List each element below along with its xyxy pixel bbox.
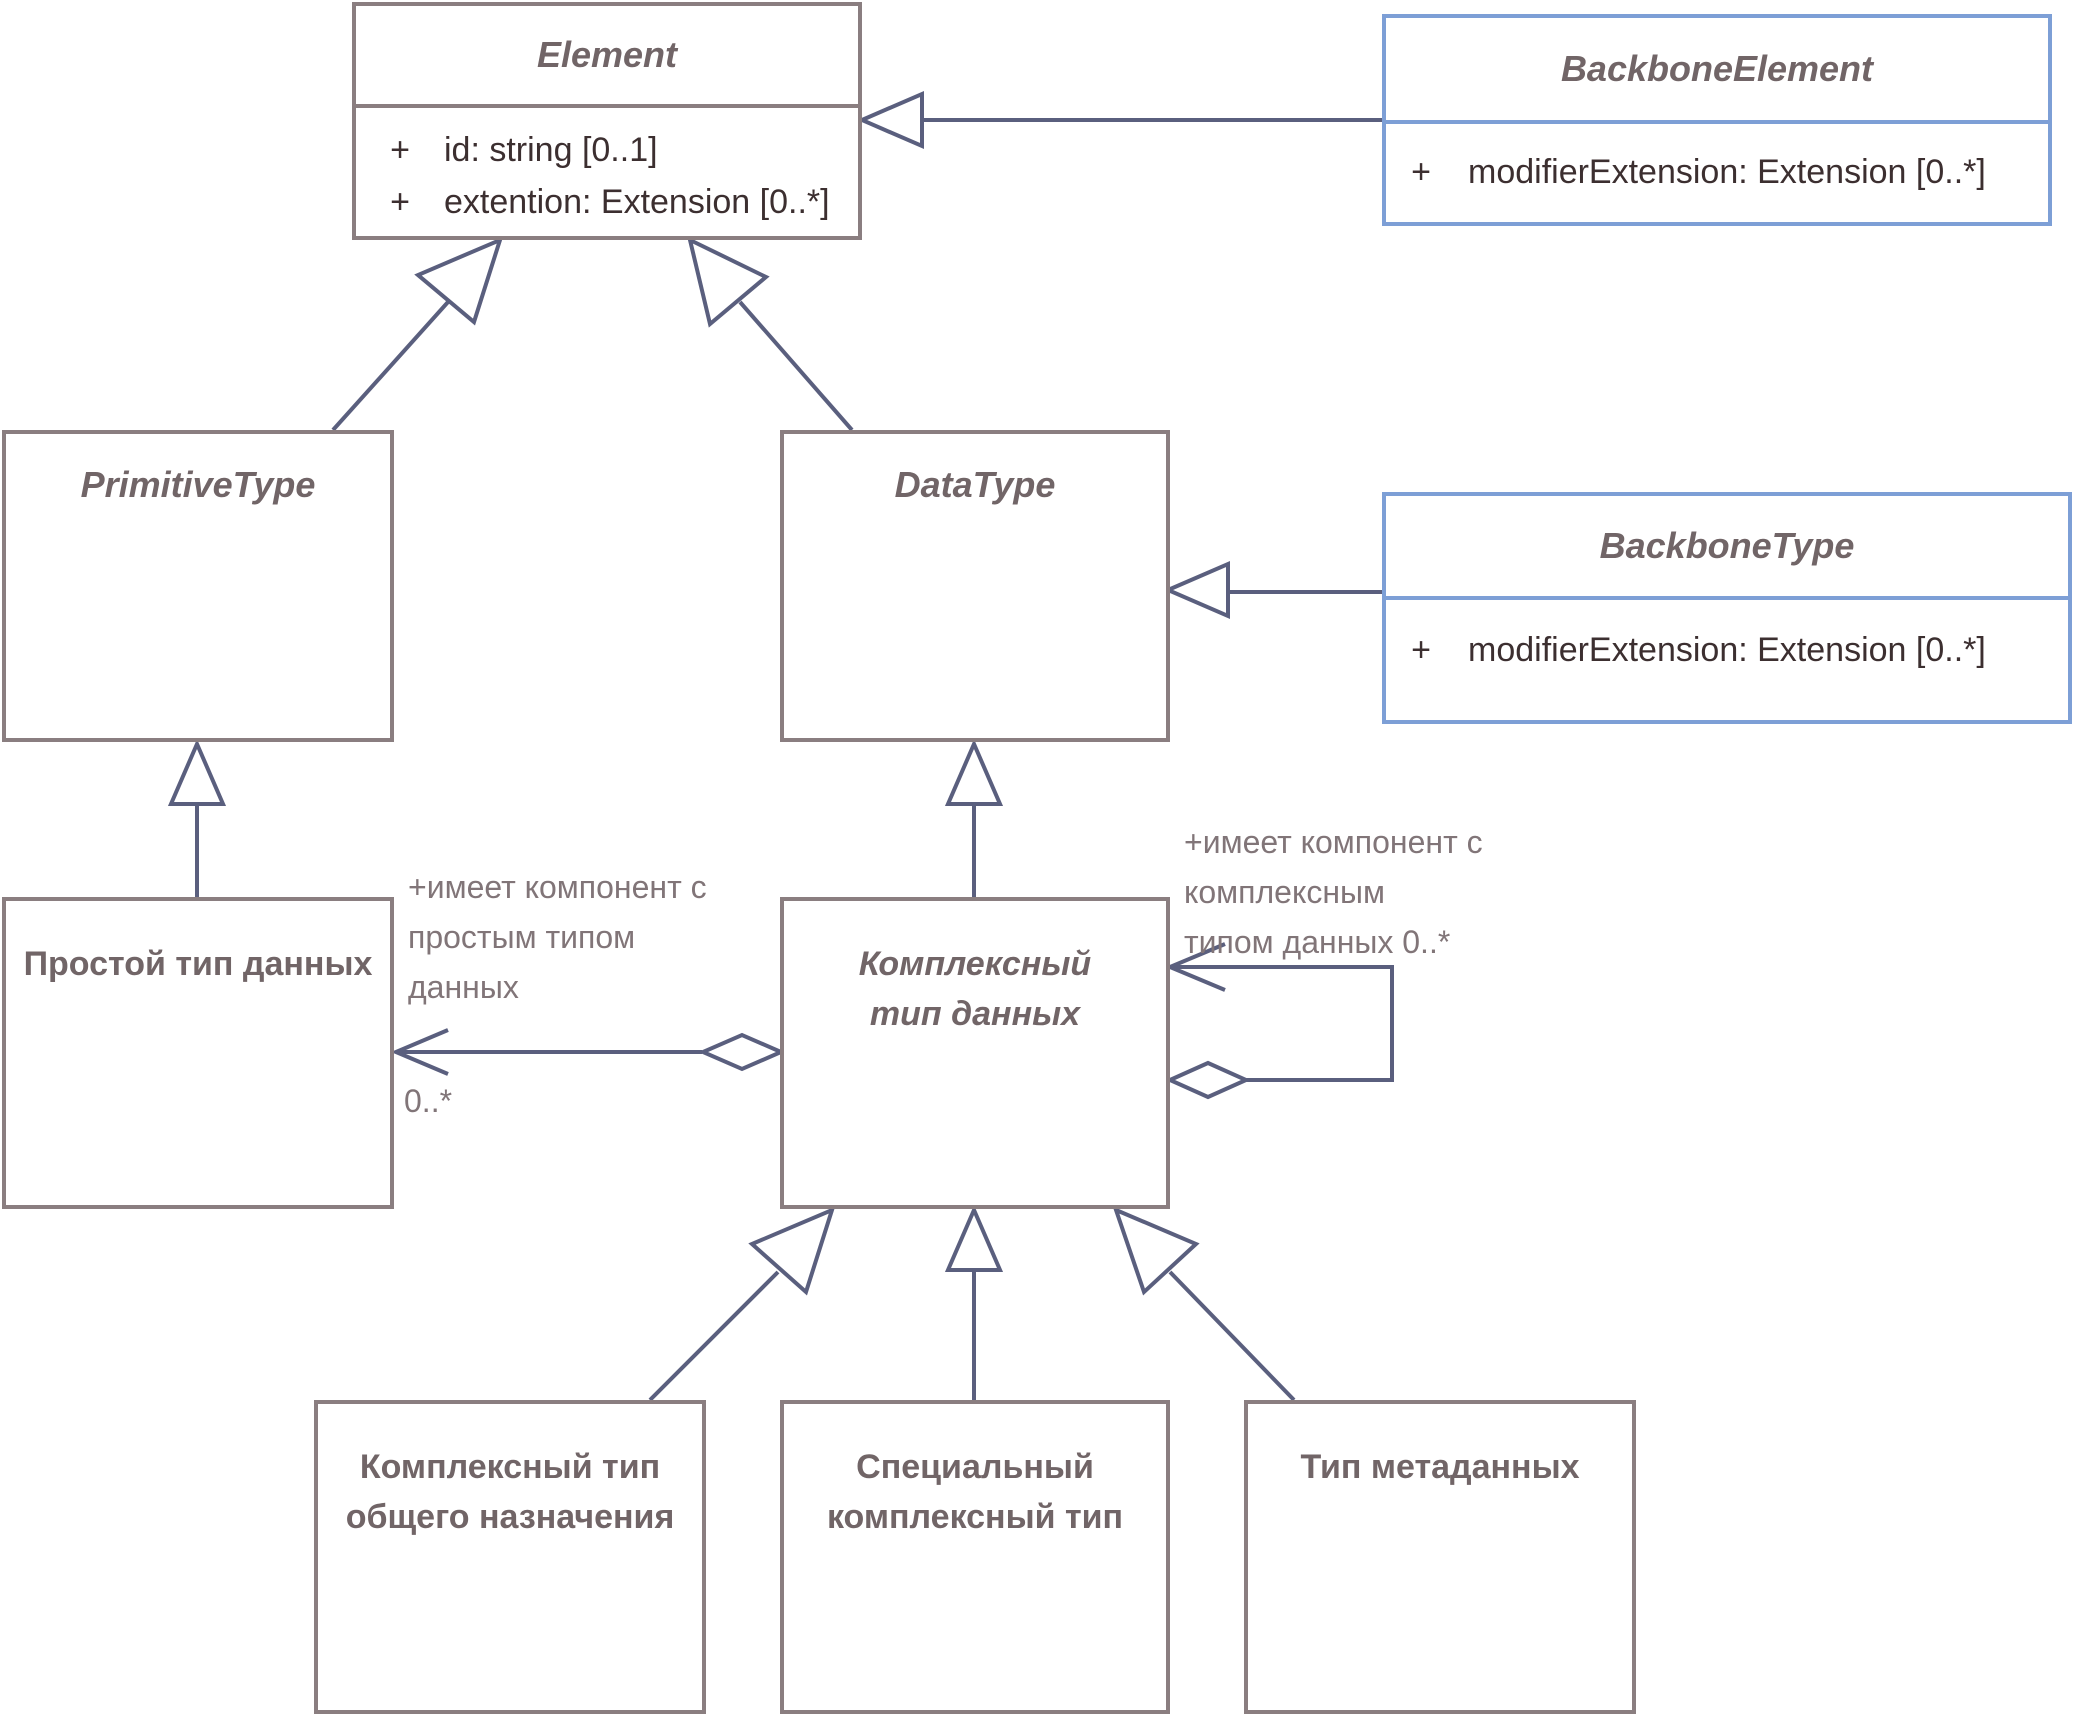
aggregation-diamond bbox=[697, 1032, 787, 1072]
inheritance-arrowhead bbox=[1112, 1206, 1200, 1296]
attribute-row: + extention: Extension [0..*] bbox=[356, 176, 858, 228]
visibility-marker: + bbox=[390, 182, 410, 221]
class-data-type-name: DataType bbox=[894, 464, 1056, 505]
class-data-type: DataType bbox=[780, 430, 1170, 742]
inheritance-arrowhead bbox=[1162, 560, 1230, 620]
class-backbone-type: BackboneType + modifierExtension: Extens… bbox=[1382, 492, 2072, 724]
edge-complex-self-aggregation bbox=[1170, 965, 1394, 1082]
class-complex-data-type-name: Комплексный тип данных bbox=[858, 945, 1092, 1033]
inheritance-arrowhead bbox=[414, 236, 504, 326]
inheritance-arrowhead bbox=[856, 90, 924, 150]
class-element: Element + id: string [0..1] + extention:… bbox=[352, 2, 862, 240]
visibility-marker: + bbox=[390, 130, 410, 169]
class-special-complex-type-name: Специальный комплексный тип bbox=[826, 1448, 1124, 1536]
association-arrowhead bbox=[1164, 942, 1226, 992]
class-metadata-type: Тип метаданных bbox=[1244, 1400, 1636, 1714]
multiplicity-label-simple: 0..* bbox=[404, 1083, 453, 1119]
class-backbone-type-name: BackboneType bbox=[1386, 496, 2068, 600]
edge-data-type-to-element bbox=[738, 300, 854, 432]
inheritance-arrowhead bbox=[167, 738, 227, 806]
class-backbone-element-name: BackboneElement bbox=[1386, 18, 2048, 124]
inheritance-arrowhead bbox=[944, 738, 1004, 806]
class-primitive-type-name: PrimitiveType bbox=[80, 464, 316, 505]
class-backbone-element: BackboneElement + modifierExtension: Ext… bbox=[1382, 14, 2052, 226]
association-label-complex-component: +имеет компонент с комплексным типом дан… bbox=[1184, 824, 1483, 960]
attribute-row: + id: string [0..1] bbox=[356, 124, 858, 176]
association-arrowhead bbox=[390, 1028, 449, 1076]
inheritance-arrowhead bbox=[687, 236, 770, 328]
class-special-complex-type: Специальный комплексный тип bbox=[780, 1400, 1170, 1714]
class-primitive-type: PrimitiveType bbox=[2, 430, 394, 742]
class-metadata-type-name: Тип метаданных bbox=[1300, 1448, 1580, 1486]
attribute-modifier-extension: modifierExtension: Extension [0..*] bbox=[1468, 152, 1986, 191]
class-complex-data-type: Комплексный тип данных bbox=[780, 897, 1170, 1209]
attribute-row: + modifierExtension: Extension [0..*] bbox=[1386, 624, 2068, 676]
class-simple-data-type: Простой тип данных bbox=[2, 897, 394, 1209]
edge-metadata-to-complex bbox=[1168, 1270, 1296, 1402]
edge-primitive-type-to-element bbox=[331, 300, 450, 432]
attribute-row: + modifierExtension: Extension [0..*] bbox=[1386, 146, 2048, 198]
visibility-marker: + bbox=[1411, 152, 1431, 191]
inheritance-arrowhead bbox=[748, 1206, 836, 1296]
class-general-complex-type: Комплексный тип общего назначения bbox=[314, 1400, 706, 1714]
attribute-extension: extention: Extension [0..*] bbox=[444, 182, 830, 221]
class-general-complex-type-name: Комплексный тип общего назначения bbox=[345, 1448, 675, 1536]
attribute-modifier-extension: modifierExtension: Extension [0..*] bbox=[1468, 630, 1986, 669]
class-simple-data-type-name: Простой тип данных bbox=[23, 945, 373, 983]
attribute-id: id: string [0..1] bbox=[444, 130, 658, 169]
association-label-simple-component: +имеет компонент с простым типом данных bbox=[408, 869, 707, 1005]
visibility-marker: + bbox=[1411, 630, 1431, 669]
class-element-name: Element bbox=[356, 6, 858, 108]
edge-general-complex-to-complex bbox=[648, 1270, 780, 1402]
aggregation-diamond bbox=[1165, 1060, 1251, 1100]
inheritance-arrowhead bbox=[944, 1204, 1004, 1272]
